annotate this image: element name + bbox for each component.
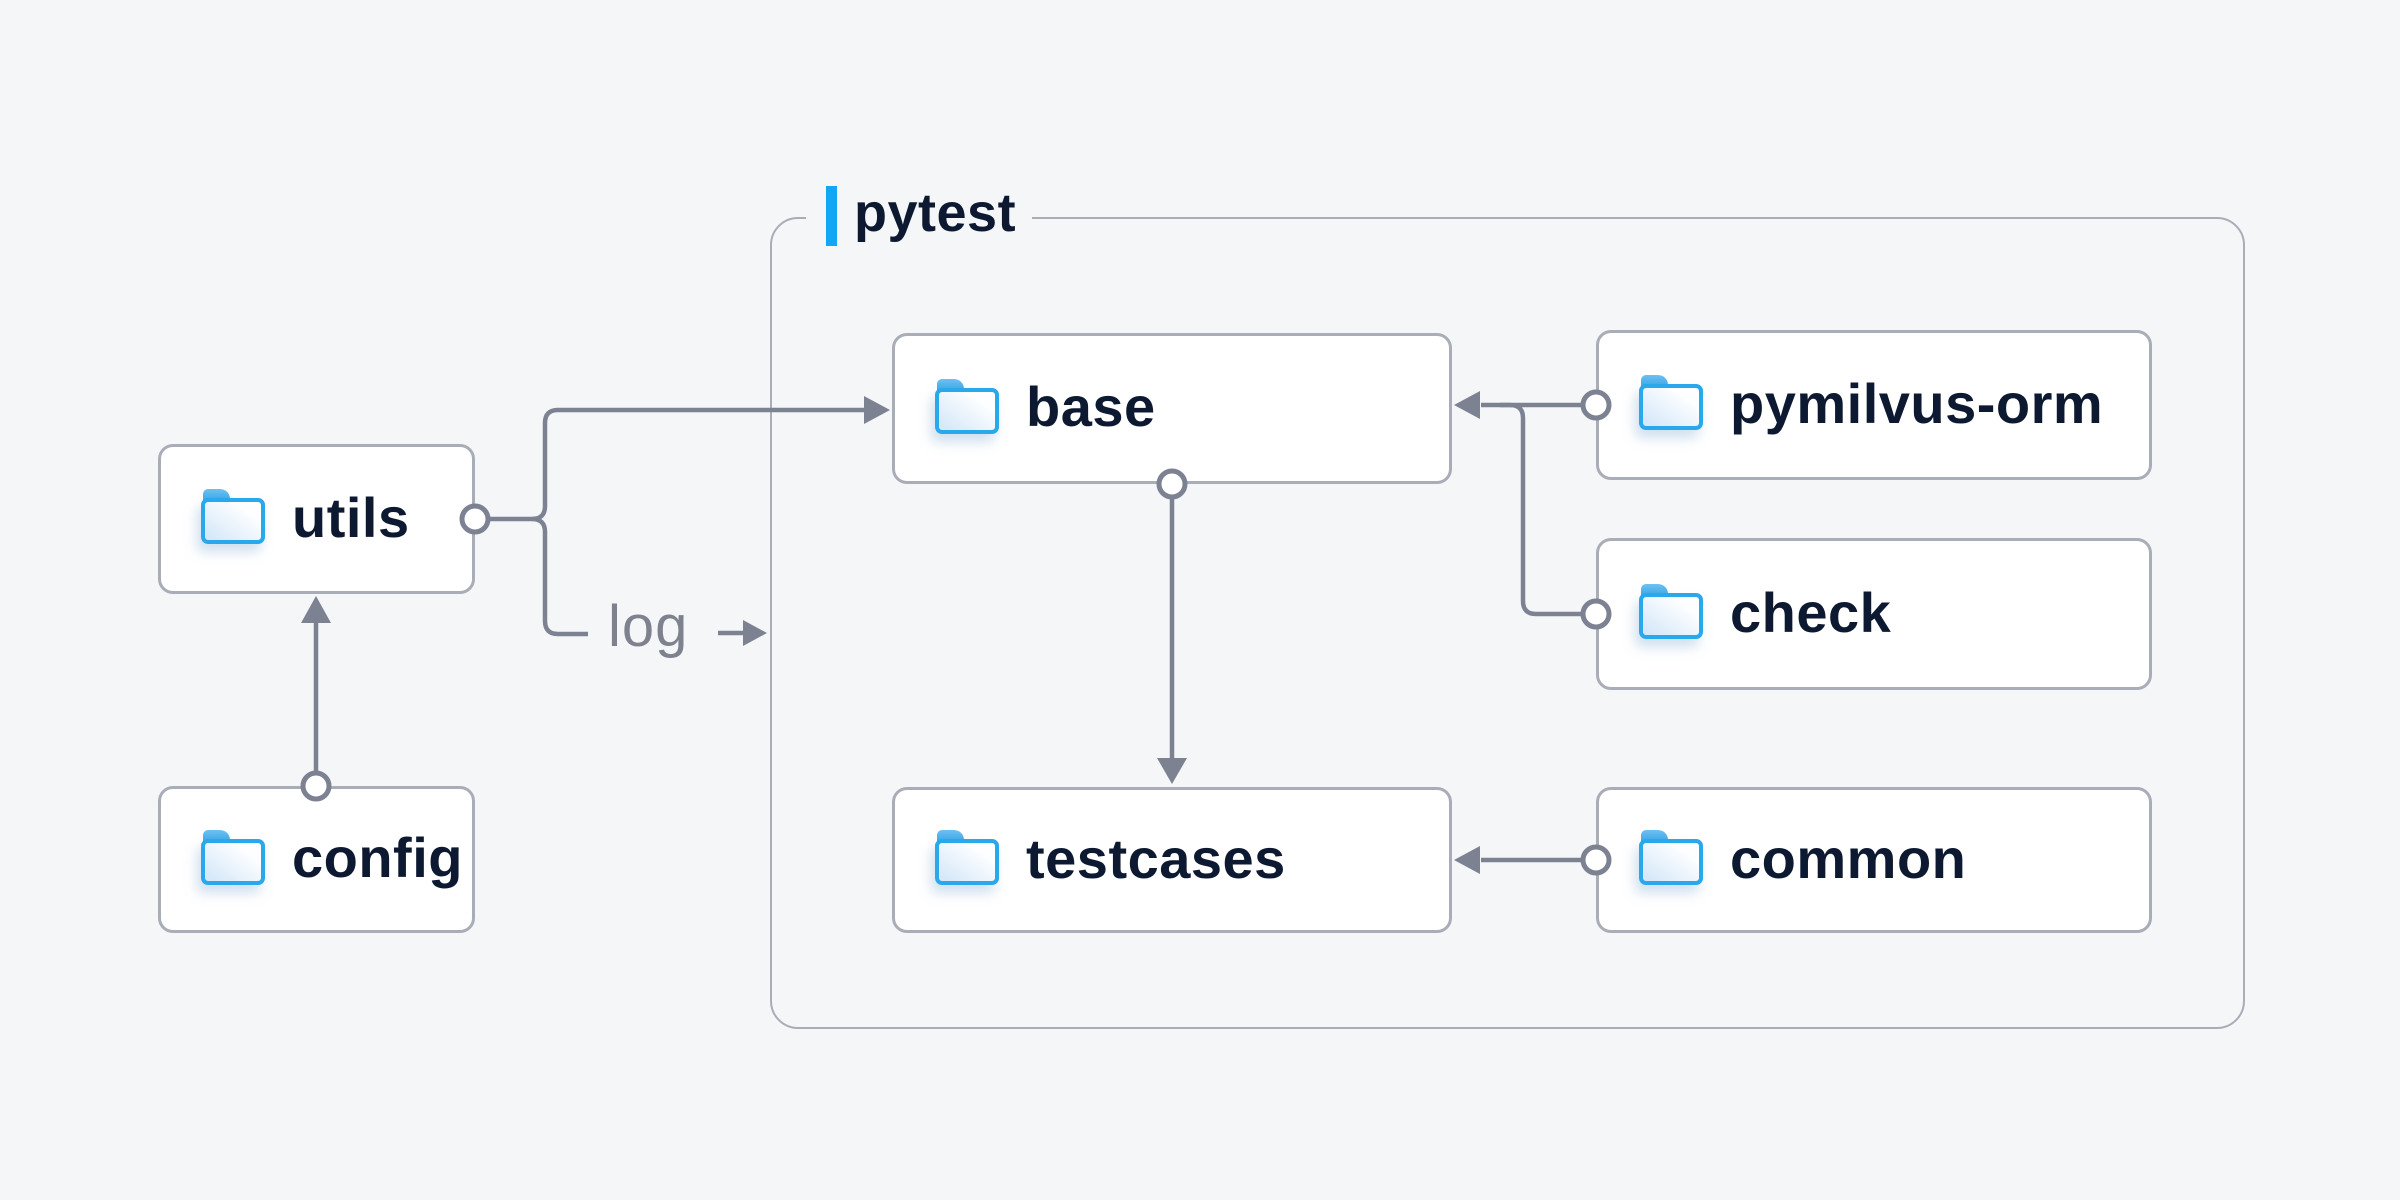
node-pymilvus-orm: pymilvus-orm (1596, 330, 2152, 480)
node-label: common (1730, 826, 1967, 890)
arrowhead (301, 596, 331, 623)
node-common: common (1596, 787, 2152, 933)
node-label: base (1026, 375, 1156, 438)
folder-icon (201, 489, 265, 544)
node-label: utils (292, 485, 410, 549)
pytest-group-label: pytest (806, 183, 1033, 248)
folder-icon (935, 378, 999, 434)
edge-label-log: log (608, 594, 689, 659)
folder-icon (1639, 830, 1703, 885)
arrowhead (743, 620, 767, 646)
node-config: config (158, 786, 475, 933)
edge-config-utils (301, 596, 331, 772)
node-label: check (1730, 580, 1892, 644)
accent-bar-icon (826, 186, 837, 246)
node-utils: utils (158, 444, 475, 594)
node-testcases: testcases (892, 787, 1452, 933)
node-check: check (1596, 538, 2152, 690)
folder-body (1639, 384, 1703, 430)
folder-body (935, 839, 999, 885)
folder-body (201, 838, 265, 885)
node-label: testcases (1026, 826, 1286, 890)
node-label: pymilvus-orm (1730, 371, 2104, 435)
node-base: base (892, 333, 1452, 484)
folder-body (935, 387, 999, 434)
folder-body (201, 498, 265, 544)
folder-body (1639, 593, 1703, 639)
folder-icon (1639, 375, 1703, 430)
folder-body (1639, 839, 1703, 885)
pytest-group-outline (770, 217, 2245, 1029)
folder-icon (935, 830, 999, 885)
folder-icon (201, 829, 265, 885)
folder-icon (1639, 584, 1703, 639)
node-label: config (292, 826, 463, 889)
pytest-group-title: pytest (854, 183, 1017, 243)
